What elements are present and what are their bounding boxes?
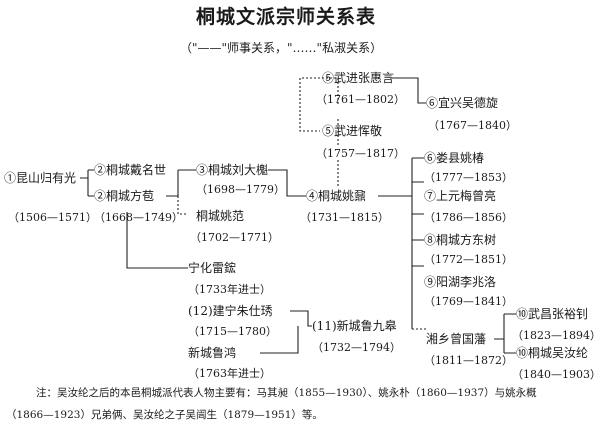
line-zeng-students	[494, 313, 516, 354]
years-wu-rulun: （1840—1903）	[512, 368, 600, 381]
line-fang-lei	[126, 212, 188, 269]
line-gui-dai-fang	[80, 169, 94, 197]
node-li-zhaoluo: ⑨阳湖李兆洛	[424, 275, 497, 289]
line-yun-left	[299, 77, 320, 132]
node-yao-nai: ④桐城姚鼐	[306, 189, 367, 203]
node-gui-youguang: ①昆山归有光	[4, 171, 77, 185]
node-mei-zengliang: ⑦上元梅曾亮	[424, 189, 497, 203]
node-fang-dongshu: ⑧桐城方东树	[424, 233, 497, 247]
node-liu-dakui: ③桐城刘大櫆	[196, 163, 269, 177]
line-zhu-lu	[290, 310, 312, 327]
years-fang-dongshu: （1772—1851）	[424, 253, 513, 266]
footnote-line-1: 注：吴汝纶之后的本邑桐城派代表人物主要有：马其昶（1855—1930）、姚永朴（…	[36, 387, 537, 399]
years-wu-dexuan: （1767—1840）	[428, 119, 517, 132]
years-yao-nai: （1731—1815）	[300, 211, 389, 224]
page-title: 桐城文派宗师关系表	[196, 6, 377, 28]
node-lu-jiugao: (11)新城鲁九皋	[312, 319, 397, 333]
node-yun-jing: ⑤武进恽敬	[322, 124, 383, 138]
line-fang-yao-fan	[177, 196, 188, 215]
years-zhu-shixiu: （1715—1780）	[188, 325, 277, 338]
line-liu-yao-nai	[268, 169, 306, 197]
years-zhang-yuzhao: （1823—1894）	[512, 329, 600, 342]
line-yao-nai-zhang-yun	[320, 77, 339, 186]
years-zhang-huiyan: （1761—1802）	[316, 93, 405, 106]
footnote-line-2: （1866—1923）兄弟俩、吴汝纶之子吴闿生（1879—1951）等。	[6, 409, 323, 421]
node-zhang-huiyan: ⑤武进张惠言	[322, 71, 395, 85]
years-yao-fan: （1702—1771）	[190, 231, 279, 244]
node-lei-hong: 宁化雷鋐	[188, 261, 237, 275]
node-zhang-yuzhao: ⑩武昌张裕钊	[516, 307, 589, 321]
years-lei-hong: （1733年进士）	[188, 283, 271, 296]
node-zhu-shixiu: (12)建宁朱仕琇	[188, 304, 273, 318]
line-yao-nai-students	[378, 157, 424, 329]
line-lu-hong-lu	[260, 326, 299, 354]
years-lu-hong: （1763年进士）	[188, 367, 271, 380]
node-lu-hong: 新城鲁鸿	[188, 346, 237, 360]
line-zhang-wu	[390, 77, 426, 104]
years-yun-jing: （1757—1817）	[316, 147, 405, 160]
node-zeng-guofan: 湘乡曾国藩	[426, 332, 487, 346]
node-fang-bao: ②桐城方苞	[94, 189, 155, 203]
node-yao-fan: 桐城姚范	[196, 209, 245, 223]
years-gui-youguang: （1506—1571）	[8, 211, 97, 224]
years-lu-jiugao: （1732—1794）	[312, 341, 401, 354]
node-yao-ying: ⑥娄县姚椿	[424, 151, 485, 165]
years-mei-zengliang: （1786—1856）	[424, 211, 513, 224]
node-wu-dexuan: ⑥宜兴吴德旋	[426, 96, 499, 110]
years-zeng-guofan: （1811—1872）	[424, 354, 513, 367]
node-wu-rulun: ⑩桐城吴汝纶	[516, 346, 589, 360]
years-yao-ying: （1777—1853）	[424, 171, 513, 184]
legend-subtitle: （"——"师事关系，"……"私淑关系）	[180, 41, 383, 55]
line-fang-liu	[166, 169, 196, 197]
years-li-zhaoluo: （1769—1841）	[424, 295, 513, 308]
years-fang-bao: （1668—1749）	[94, 211, 183, 224]
years-liu-dakui: （1698—1779）	[196, 183, 285, 196]
node-dai-mingshi: ②桐城戴名世	[94, 163, 167, 177]
